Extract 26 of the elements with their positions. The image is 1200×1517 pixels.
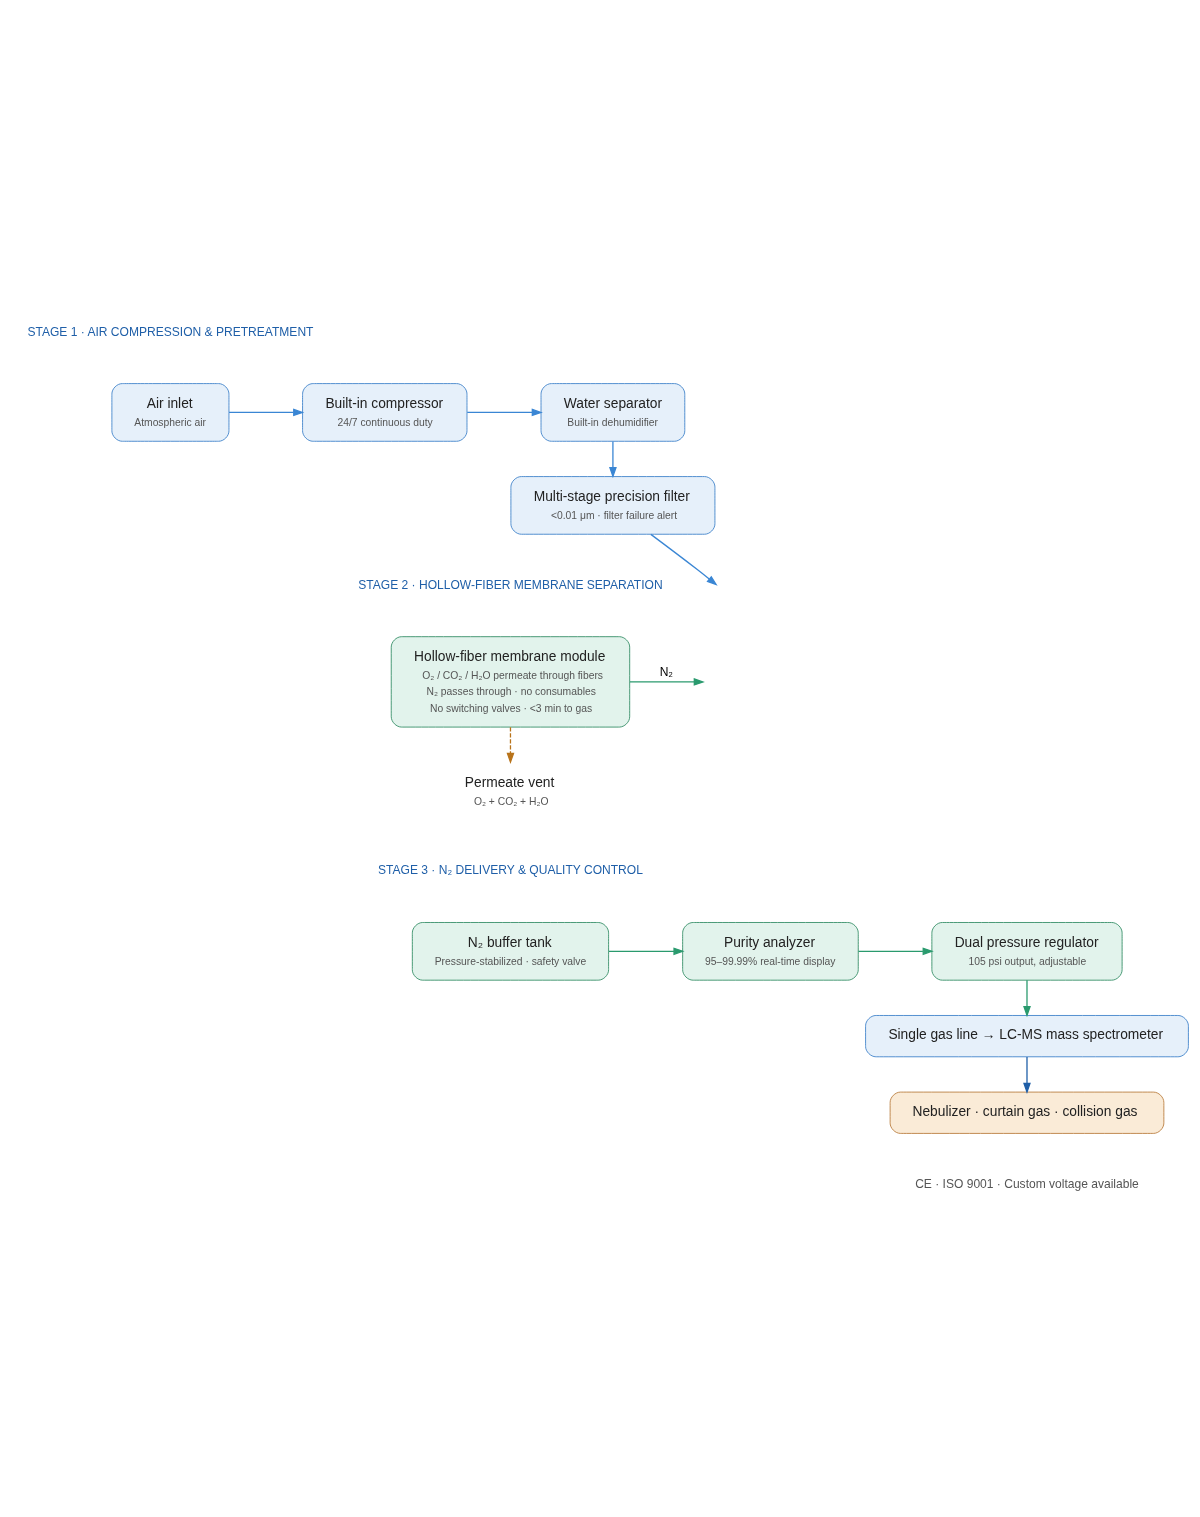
node-box: Nebulizer · curtain gas · collision gas	[889, 1091, 1165, 1134]
node-box: Built-in compressor 24/7 continuous duty	[302, 383, 468, 442]
arrow	[1023, 1056, 1031, 1094]
node-box: Water separator Built-in dehumidifier	[540, 383, 686, 442]
node-box: Single gas line → LC-MS mass spectrometer	[865, 1015, 1189, 1058]
arrow	[650, 533, 718, 586]
node-box: Hollow-fiber membrane module O₂ / CO₂ / H₂O permeate through fibers N₂ passes through · no consumables No switching valves · <3 min to gas	[390, 636, 631, 728]
label: STAGE 1 · AIR COMPRESSION & PRETREATMENT	[27, 324, 314, 339]
node-box: Air inlet Atmospheric air	[111, 383, 230, 442]
node-box: Multi-stage precision filter <0.01 μm · filter failure alert	[510, 476, 716, 535]
arrow	[506, 726, 515, 764]
arrow	[609, 440, 617, 479]
arrow	[629, 677, 705, 686]
arrow	[466, 408, 543, 417]
edge-label: N₂	[659, 665, 674, 680]
arrow	[608, 947, 685, 956]
node-box: Purity analyzer 95–99.99% real-time display	[682, 922, 859, 981]
label: STAGE 3 · N₂ DELIVERY & QUALITY CONTROL	[378, 863, 643, 878]
arrow	[1023, 979, 1031, 1018]
node-text: Permeate vent O₂ + CO₂ + H₂O	[464, 774, 555, 807]
arrow	[857, 947, 934, 956]
node-box: Dual pressure regulator 105 psi output, adjustable	[931, 922, 1123, 981]
arrow	[228, 408, 305, 417]
label: STAGE 2 · HOLLOW-FIBER MEMBRANE SEPARATION	[358, 577, 663, 592]
label: CE · ISO 9001 · Custom voltage available	[915, 1176, 1139, 1191]
node-box: N₂ buffer tank Pressure-stabilized · safety valve	[411, 922, 610, 981]
